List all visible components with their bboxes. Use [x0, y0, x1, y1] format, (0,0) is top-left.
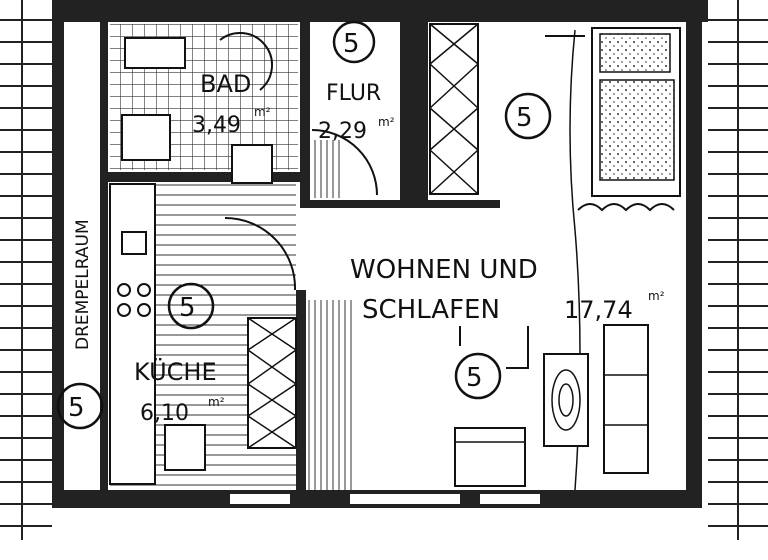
- hall-marker: 5: [343, 29, 360, 59]
- chimney-living: [429, 23, 479, 195]
- kitchen-area: 6,10: [140, 401, 189, 426]
- living-lower-marker: 5: [466, 363, 483, 393]
- bath-area: 3,49: [192, 113, 241, 138]
- living-marker: 5: [516, 103, 533, 133]
- label-hall: 5 FLUR 2,29 m²: [318, 20, 395, 144]
- outer-walls: [52, 0, 708, 508]
- drempel-label: DREMPELRAUM: [73, 219, 93, 350]
- roof-left: [0, 0, 52, 540]
- hall-area: 2,29: [318, 119, 367, 144]
- chimney-kitchen: [247, 317, 297, 449]
- kitchen-name: KÜCHE: [134, 357, 217, 386]
- roof-right: [708, 0, 768, 540]
- drempel-marker: 5: [68, 393, 85, 423]
- hall-name: FLUR: [326, 81, 381, 106]
- bath-name: BAD: [200, 70, 251, 98]
- living-unit: m²: [648, 289, 665, 303]
- kitchen-unit: m²: [208, 395, 225, 409]
- living-name-line2: SCHLAFEN: [362, 295, 500, 325]
- kitchen-marker: 5: [179, 293, 196, 323]
- inner-walls: [100, 18, 500, 500]
- living-furniture: [454, 27, 681, 491]
- hall-unit: m²: [378, 115, 395, 129]
- living-area: 17,74: [564, 296, 633, 324]
- label-drempel: DREMPELRAUM 5: [56, 219, 104, 430]
- bathroom: [110, 24, 298, 184]
- label-bath: BAD 3,49 m²: [192, 70, 271, 138]
- hall: [306, 24, 398, 490]
- living-name-line1: WOHNEN UND: [350, 255, 538, 285]
- kitchen: [109, 183, 297, 490]
- label-living: 5 WOHNEN UND SCHLAFEN 17,74 m² 5: [350, 92, 665, 400]
- label-kitchen: 5 KÜCHE 6,10 m²: [134, 282, 225, 426]
- bath-unit: m²: [254, 105, 271, 119]
